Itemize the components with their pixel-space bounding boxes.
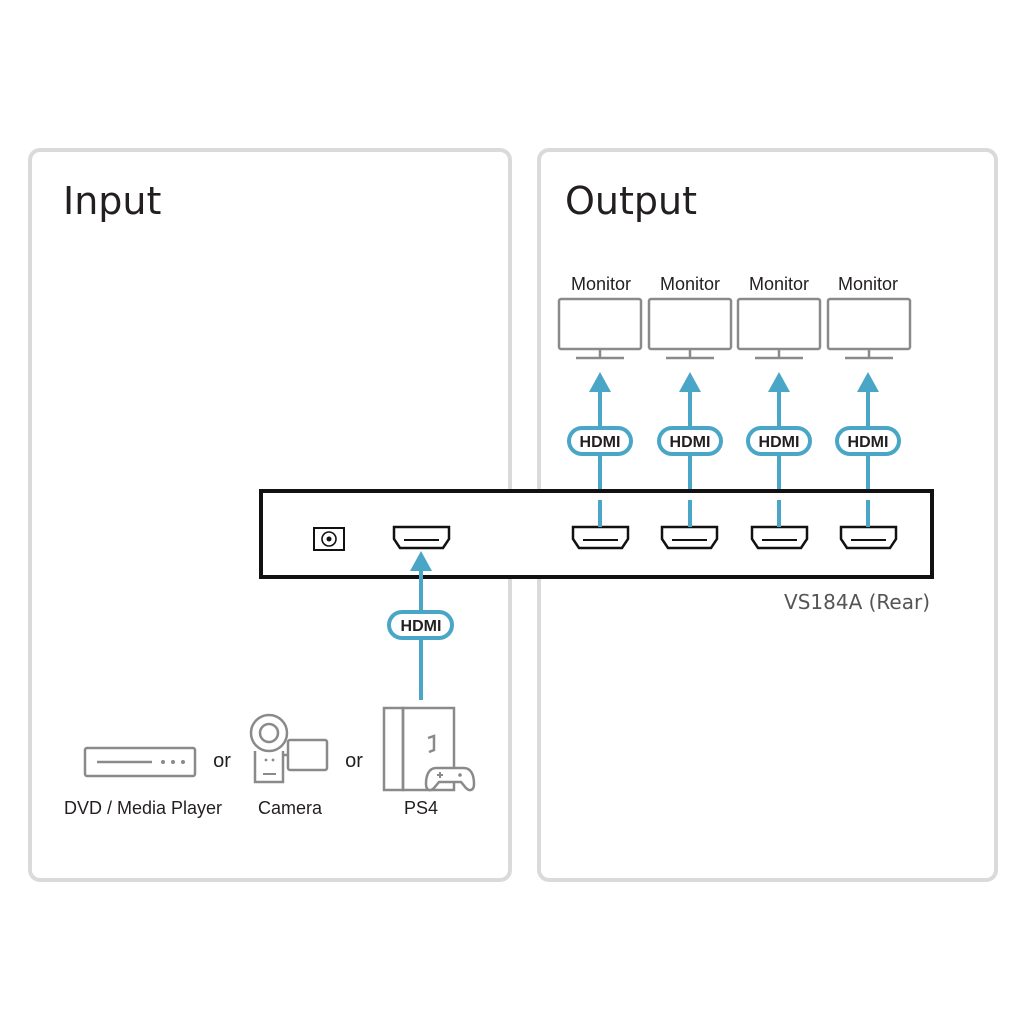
hdmi-badge — [835, 426, 901, 456]
input-cable: HDMI — [387, 551, 454, 700]
hdmi-output-port-2 — [660, 525, 719, 550]
arrow-up-icon — [768, 372, 790, 392]
hdmi-badge-label: HDMI — [401, 618, 442, 635]
monitor-label: Monitor — [749, 274, 809, 294]
hdmi-output-port-3 — [750, 525, 809, 550]
hdmi-badge — [387, 610, 454, 640]
monitor-label: Monitor — [838, 274, 898, 294]
monitor-label: Monitor — [571, 274, 631, 294]
or-separator: or — [213, 750, 231, 772]
hdmi-badge — [567, 426, 633, 456]
camera-label: Camera — [258, 798, 323, 818]
power-port — [313, 527, 345, 551]
output-panel-title: Output — [565, 179, 697, 223]
hdmi-badge-label: HDMI — [848, 434, 889, 451]
monitor-label: Monitor — [660, 274, 720, 294]
monitor-3: Monitor — [736, 274, 822, 360]
or-separator: or — [345, 750, 363, 772]
dvd-player-icon — [83, 746, 197, 778]
arrow-up-icon — [857, 372, 879, 392]
arrow-up-icon — [410, 551, 432, 571]
monitor-1: Monitor — [557, 274, 643, 360]
hdmi-badge — [657, 426, 723, 456]
monitor-4: Monitor — [826, 274, 912, 360]
camera-icon — [249, 713, 329, 784]
arrow-up-icon — [679, 372, 701, 392]
device-caption: VS184A (Rear) — [784, 590, 930, 614]
hdmi-badge-label: HDMI — [670, 434, 711, 451]
hdmi-badge — [746, 426, 812, 456]
hdmi-input-port — [392, 525, 451, 550]
input-panel-title: Input — [63, 179, 161, 223]
ps4-console-icon — [382, 706, 456, 792]
hdmi-badge-label: HDMI — [759, 434, 800, 451]
hdmi-badge-label: HDMI — [580, 434, 621, 451]
hdmi-output-port-1 — [571, 525, 630, 550]
ps4-label: PS4 — [404, 798, 438, 818]
gamepad-icon — [424, 766, 476, 792]
hdmi-output-port-4 — [839, 525, 898, 550]
arrow-up-icon — [589, 372, 611, 392]
monitor-2: Monitor — [647, 274, 733, 360]
dvd-player-label: DVD / Media Player — [64, 798, 222, 818]
